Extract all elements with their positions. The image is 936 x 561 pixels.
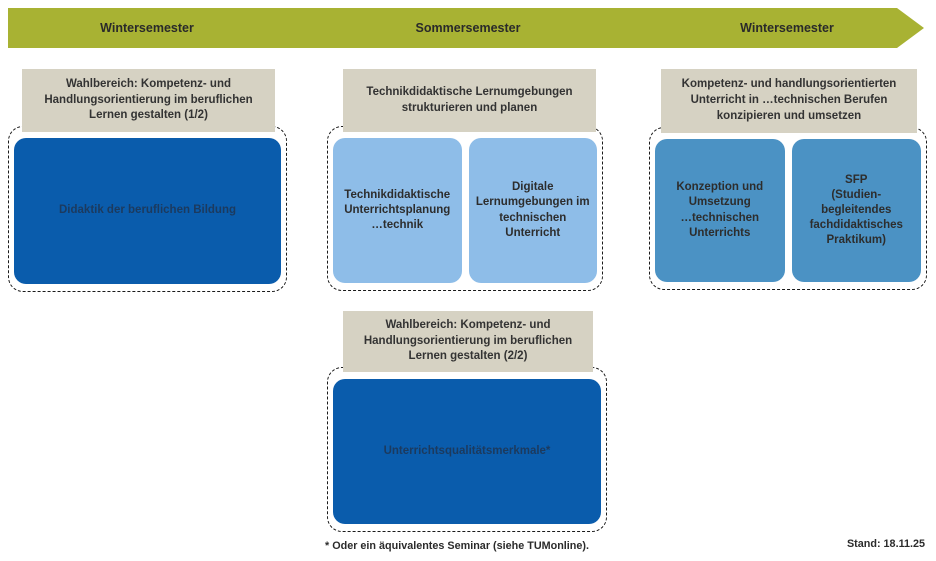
module-label: SFP (Studien- begleitendes fachdidaktisc…: [809, 173, 903, 247]
group-header-unterricht-konzipieren: Kompetenz- und handlungsorientierten Unt…: [661, 69, 917, 133]
group-header-lernumgebungen: Technikdidaktische Lernumgebungen strukt…: [343, 69, 596, 132]
module-label: Technikdidaktische Unterrichtsplanung …t…: [344, 188, 451, 232]
group-header-wahlbereich-2: Wahlbereich: Kompetenz- und Handlungsori…: [343, 311, 593, 372]
module-sfp-praktikum: SFP (Studien- begleitendes fachdidaktisc…: [791, 139, 921, 282]
module-label: Unterrichtsqualitätsmerkmale*: [383, 444, 551, 457]
semester-label-winter-1: Wintersemester: [100, 21, 194, 35]
semester-label-winter-2: Wintersemester: [740, 21, 834, 35]
stand-date: Stand: 18.11.25: [846, 538, 925, 550]
module-label: Digitale Lernumgebungen im technischen U…: [475, 181, 590, 239]
group-header-wahlbereich-1: Wahlbereich: Kompetenz- und Handlungsori…: [22, 69, 275, 132]
semester-arrow-banner: Wintersemester Sommersemester Winterseme…: [8, 8, 924, 48]
module-label: Didaktik der beruflichen Bildung: [59, 204, 236, 217]
module-technikdidaktische-unterrichtsplanung: Technikdidaktische Unterrichtsplanung …t…: [333, 138, 462, 283]
module-digitale-lernumgebungen: Digitale Lernumgebungen im technischen U…: [468, 138, 597, 283]
module-konzeption-und-umsetzung: Konzeption und Umsetzung …technischen Un…: [655, 139, 785, 282]
module-group-wahlbereich-1: Didaktik der beruflichen Bildung: [8, 126, 287, 292]
footnote-equivalent-seminar: * Oder ein äquivalentes Seminar (siehe T…: [325, 540, 589, 552]
module-didaktik-der-beruflichen-bildung: Didaktik der beruflichen Bildung: [14, 138, 281, 284]
semester-label-summer: Sommersemester: [415, 21, 521, 35]
module-label: Konzeption und Umsetzung …technischen Un…: [676, 181, 764, 239]
module-group-unterricht-konzipieren: Konzeption und Umsetzung …technischen Un…: [649, 127, 927, 290]
module-group-lernumgebungen: Technikdidaktische Unterrichtsplanung …t…: [327, 126, 603, 291]
module-unterrichtsqualitaetsmerkmale: Unterrichtsqualitätsmerkmale*: [333, 379, 601, 524]
module-group-wahlbereich-2: Unterrichtsqualitätsmerkmale*: [327, 367, 607, 532]
